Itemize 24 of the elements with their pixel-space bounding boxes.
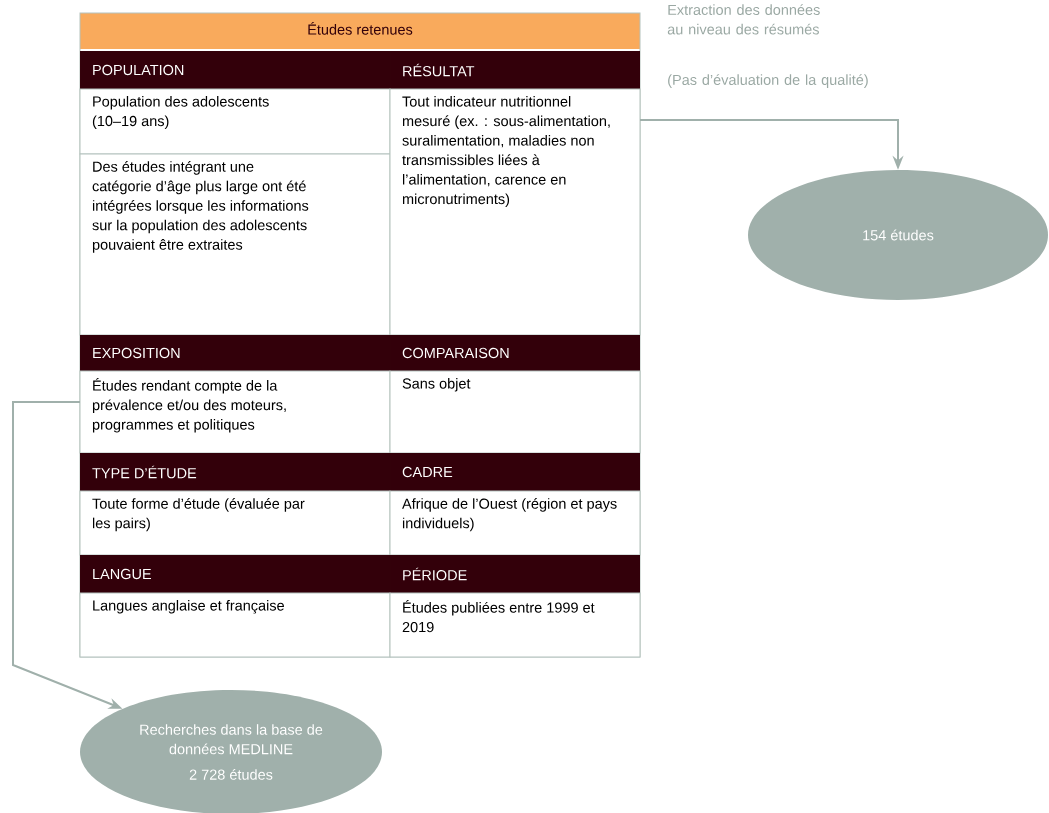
table-cell: Langues anglaise et française [79, 592, 391, 658]
node-label: COMPARAISON [402, 347, 509, 359]
node-label: LANGUE [93, 568, 152, 580]
node-label: POPULATION [93, 64, 184, 76]
column-header: COMPARAISON [390, 335, 640, 371]
table-cell: Études publiées entre 1999 et 2019 [389, 592, 641, 658]
column-header: EXPOSITION [80, 335, 390, 371]
node-label: EXPOSITION [93, 347, 180, 359]
table-cell: Population des adolescents (10–19 ans) [79, 88, 391, 155]
table-cell: Tout indicateur nutritionnel mesuré (ex. : sous-alimentation, suralimentation, maladies non transmissibles liées à l’alimentation, carence en micronutriments) [389, 88, 641, 336]
note-text: (Pas d’évaluation de la qualité) [668, 74, 868, 88]
column-header: TYPE D’ÉTUDE [80, 453, 390, 491]
table-cell: Études rendant compte de la prévalence et/ou des moteurs, programmes et politiques [79, 370, 391, 454]
column-header: POPULATION [80, 51, 390, 89]
node-label: RÉSULTAT [403, 63, 475, 77]
node-label: PÉRIODE [403, 567, 467, 581]
node-label: CADRE [402, 466, 453, 478]
note-text: Extraction des données au niveau des résumés [667, 4, 820, 35]
node-label: TYPE D’ÉTUDE [92, 465, 197, 479]
table-cell: Toute forme d’étude (évaluée par les pairs) [79, 490, 391, 556]
table-cell: Afrique de l’Ouest (région et pays individuels) [389, 490, 641, 556]
column-header: CADRE [390, 453, 640, 491]
table-cell: Sans objet [389, 370, 641, 454]
column-header: RÉSULTAT [390, 51, 640, 89]
